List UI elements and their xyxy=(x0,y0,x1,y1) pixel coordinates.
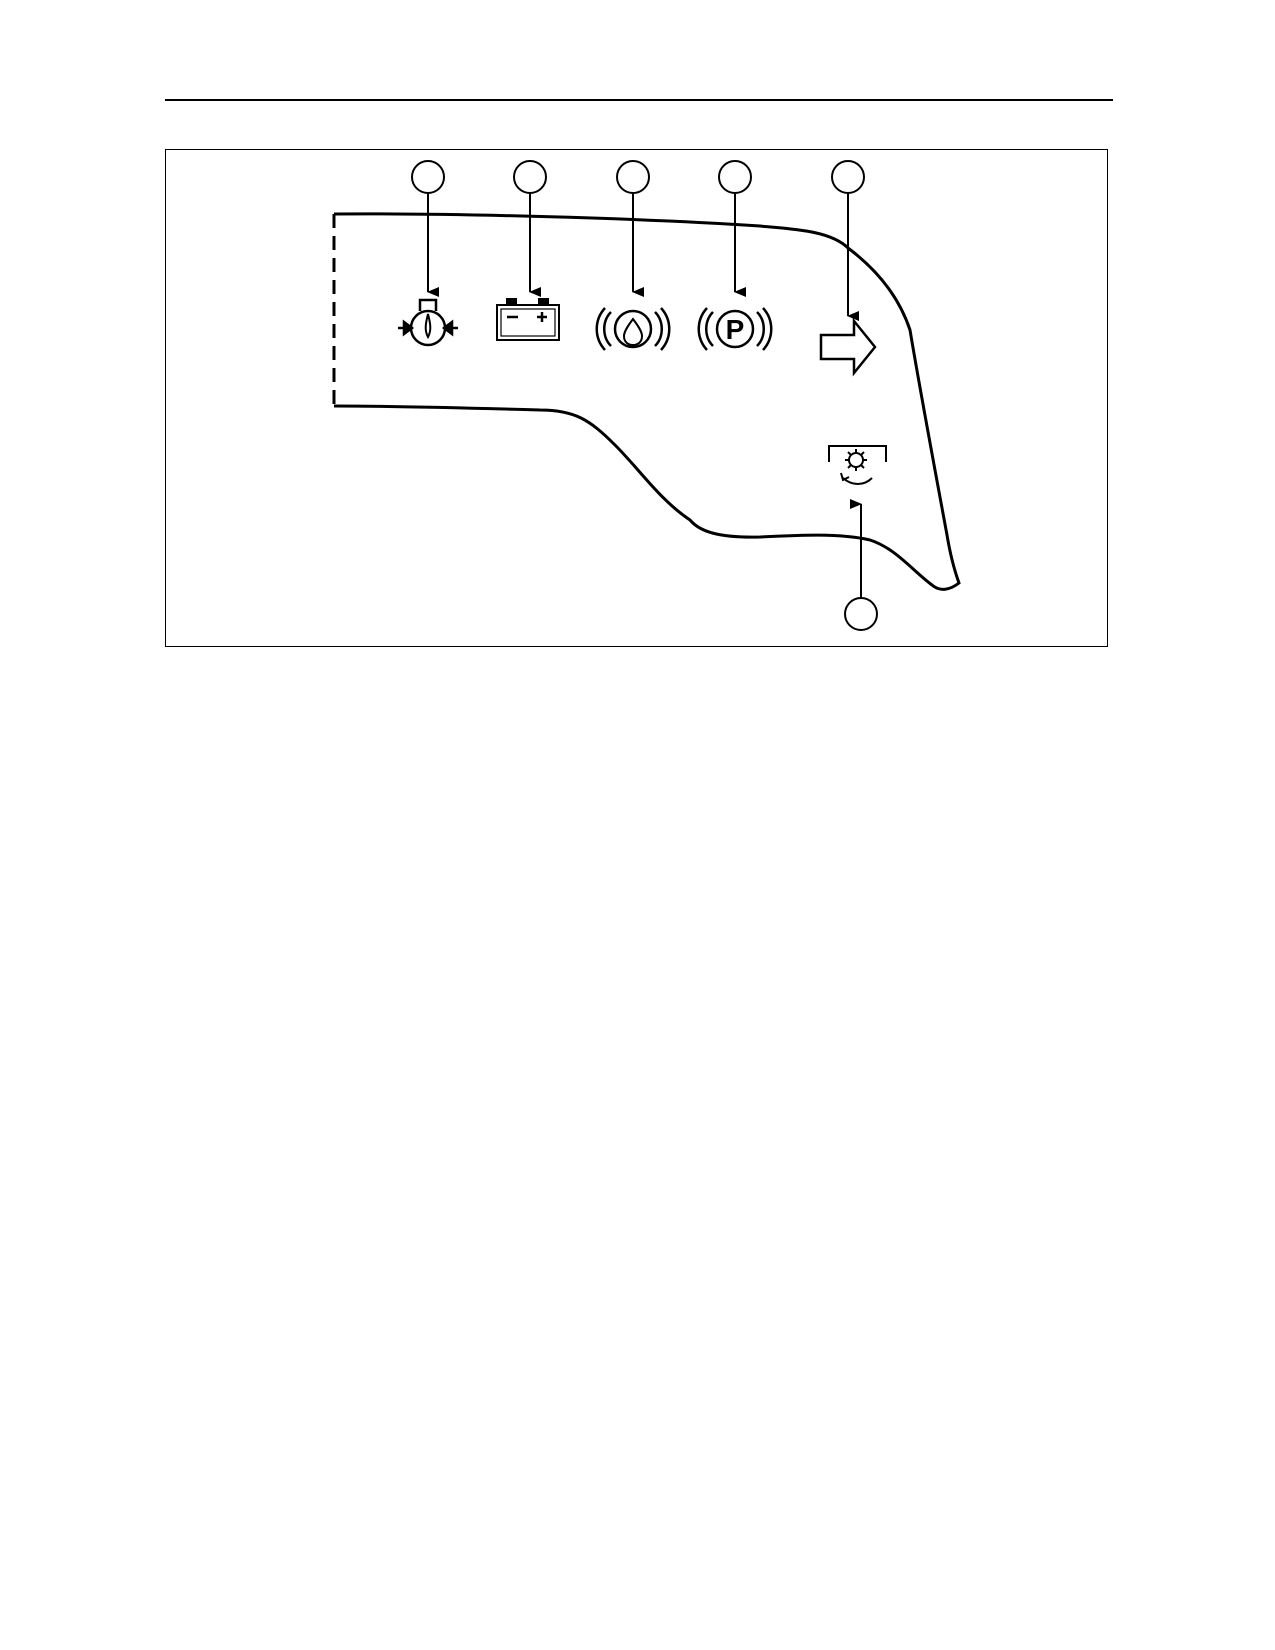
header-rule xyxy=(165,99,1113,101)
oil-drop-icon xyxy=(595,307,671,351)
gear-icon xyxy=(828,445,887,485)
callout-2 xyxy=(513,160,547,194)
callout-3 xyxy=(616,160,650,194)
right-arrow-icon xyxy=(819,317,877,377)
air-filter-icon xyxy=(398,298,458,347)
figure-frame xyxy=(165,149,1108,647)
park-brake-icon: P xyxy=(697,307,773,351)
callout-1 xyxy=(411,160,445,194)
callout-6 xyxy=(844,597,878,631)
leader-arrows xyxy=(427,193,862,598)
battery-icon xyxy=(496,298,560,341)
callout-5 xyxy=(831,160,865,194)
callout-4 xyxy=(718,160,752,194)
panel-outline xyxy=(332,212,961,591)
park-brake-letter: P xyxy=(726,314,745,345)
